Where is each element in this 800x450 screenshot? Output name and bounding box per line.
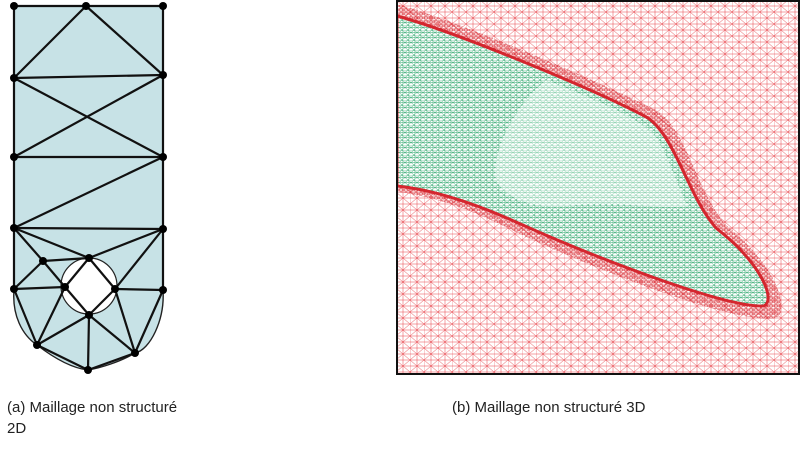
mesh-3d-frame: [396, 0, 800, 375]
caption-2d: (a) Maillage non structuré 2D: [7, 399, 178, 437]
mesh-2d-figure: [0, 0, 180, 390]
mesh-2d-edges: [12, 4, 165, 372]
mesh-3d-svg: [396, 0, 800, 375]
mesh-2d-hole: [60, 257, 118, 315]
caption-3d: (b) Maillage non structuré 3D: [452, 399, 646, 416]
mesh-2d-nodes: [10, 2, 167, 374]
mesh-2d-svg: [10, 2, 167, 374]
mesh-3d-figure: [396, 0, 800, 376]
